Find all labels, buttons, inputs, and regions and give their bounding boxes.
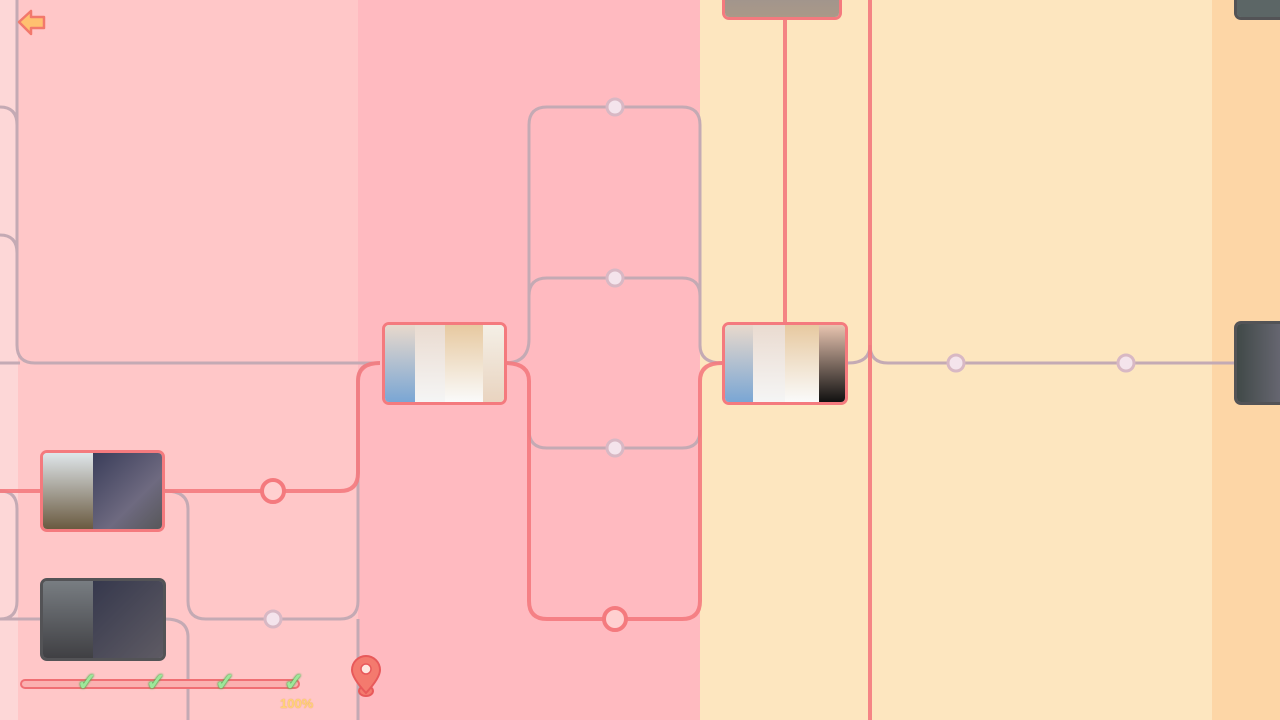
back-arrow-icon: [17, 9, 46, 36]
checkmark-icon: ✓: [77, 669, 98, 696]
location-pin-icon: [350, 655, 382, 697]
current-location-marker: [350, 654, 382, 705]
back-button[interactable]: [16, 8, 48, 38]
scene-thumbnail-locked[interactable]: [1234, 321, 1280, 405]
checkmark-icon: ✓: [146, 669, 167, 696]
progress-bar: [20, 679, 300, 689]
scene-thumbnail[interactable]: [382, 322, 507, 405]
chapter-column: [0, 0, 18, 720]
scene-thumbnail-locked[interactable]: [40, 578, 166, 661]
scene-thumbnail[interactable]: [40, 450, 165, 532]
progress-percent: 100%: [280, 696, 314, 711]
scene-thumbnail[interactable]: [722, 322, 848, 405]
branch-nodes: [260, 97, 1136, 632]
scene-thumbnail-locked[interactable]: [1234, 0, 1280, 20]
checkmark-icon: ✓: [284, 669, 305, 696]
checkmark-icon: ✓: [215, 669, 236, 696]
scene-thumbnail[interactable]: [722, 0, 842, 20]
